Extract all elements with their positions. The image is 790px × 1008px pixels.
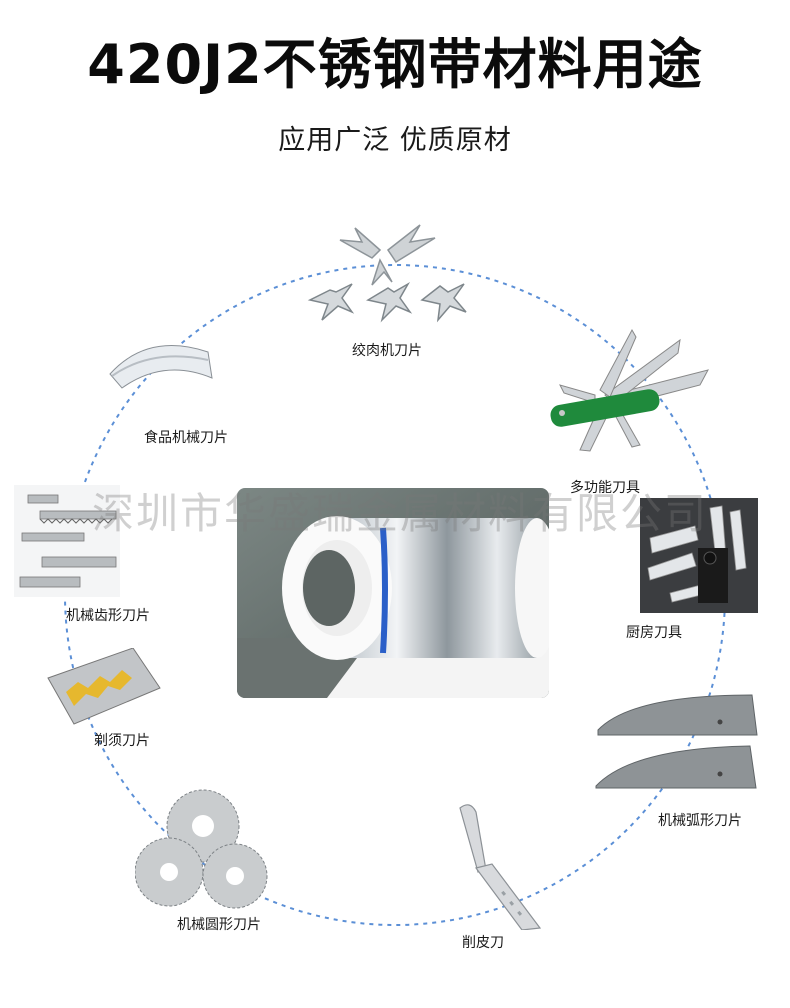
application-meat-grinder: 绞肉机刀片: [300, 220, 480, 370]
kitchen-knife-set-icon: [640, 498, 758, 613]
label-arc-blade: 机械弧形刀片: [658, 813, 742, 829]
application-circular-blade: 机械圆形刀片: [135, 788, 295, 933]
label-circular-blade: 机械圆形刀片: [177, 917, 261, 933]
label-serrated-blade: 机械齿形刀片: [66, 608, 150, 624]
arc-blade-icon: [595, 694, 758, 789]
multi-tool-knife-icon: [550, 328, 709, 452]
label-peeler: 削皮刀: [462, 935, 504, 951]
circular-saw-blade-icon: [135, 789, 268, 909]
meat-grinder-blade-icon: [307, 224, 467, 323]
food-machine-blade-icon: [109, 345, 213, 389]
application-kitchen-knives: 厨房刀具: [626, 498, 760, 643]
label-food-blade: 食品机械刀片: [144, 430, 228, 446]
label-meat-grinder: 绞肉机刀片: [352, 343, 422, 359]
label-razor: 剃须刀片: [94, 733, 150, 749]
application-peeler: 削皮刀: [440, 800, 550, 951]
steel-coil-photo: [237, 488, 549, 698]
razor-blade-icon: [47, 648, 161, 725]
application-razor: 剃须刀片: [38, 648, 178, 758]
label-multi-tool: 多功能刀具: [570, 480, 640, 496]
peeler-icon: [459, 804, 542, 930]
application-serrated-blade: 机械齿形刀片: [14, 485, 164, 625]
application-arc-blade: 机械弧形刀片: [592, 690, 782, 830]
page-subtitle: 应用广泛 优质原材: [278, 125, 512, 156]
page-title: 420J2不锈钢带材料用途: [87, 33, 703, 96]
serrated-blade-icon: [14, 485, 120, 597]
application-food-blade: 食品机械刀片: [108, 338, 258, 448]
label-kitchen-knives: 厨房刀具: [626, 625, 682, 641]
application-multi-tool: 多功能刀具: [540, 325, 720, 500]
